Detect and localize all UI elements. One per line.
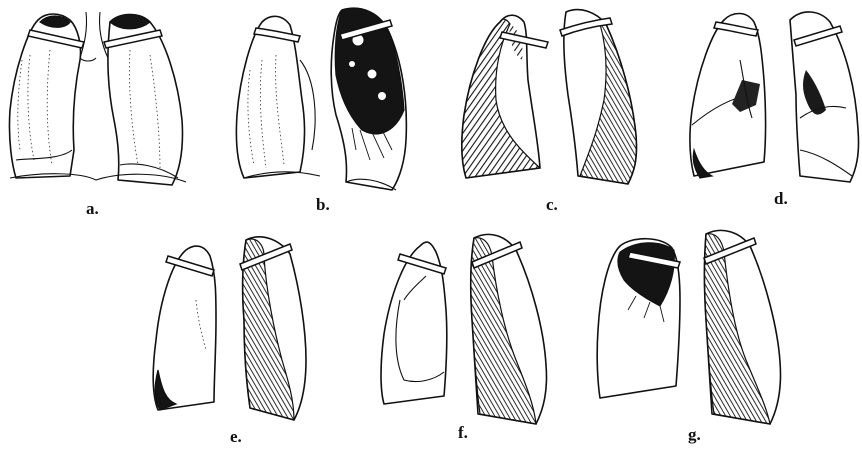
panel-c-label: c. (546, 195, 558, 214)
panel-a-trachea (80, 12, 108, 61)
panel-b-left-lung (236, 16, 315, 178)
panel-f-label: f. (458, 423, 468, 442)
panel-f: f. (381, 234, 547, 442)
panel-g: g. (597, 230, 780, 444)
panel-c: c. (462, 10, 637, 214)
panel-d-label: d. (774, 189, 788, 208)
panel-g-label: g. (688, 425, 701, 444)
panel-c-right-lung (564, 10, 637, 184)
panel-d-left-lung (690, 14, 766, 179)
panel-e: e. (153, 237, 306, 446)
panel-a: a. (9, 12, 186, 218)
panel-a-label: a. (86, 199, 99, 218)
panel-b-label: b. (316, 195, 330, 214)
panel-d: d. (690, 12, 859, 208)
panel-e-label: e. (230, 427, 242, 446)
panel-b: b. (236, 8, 406, 214)
